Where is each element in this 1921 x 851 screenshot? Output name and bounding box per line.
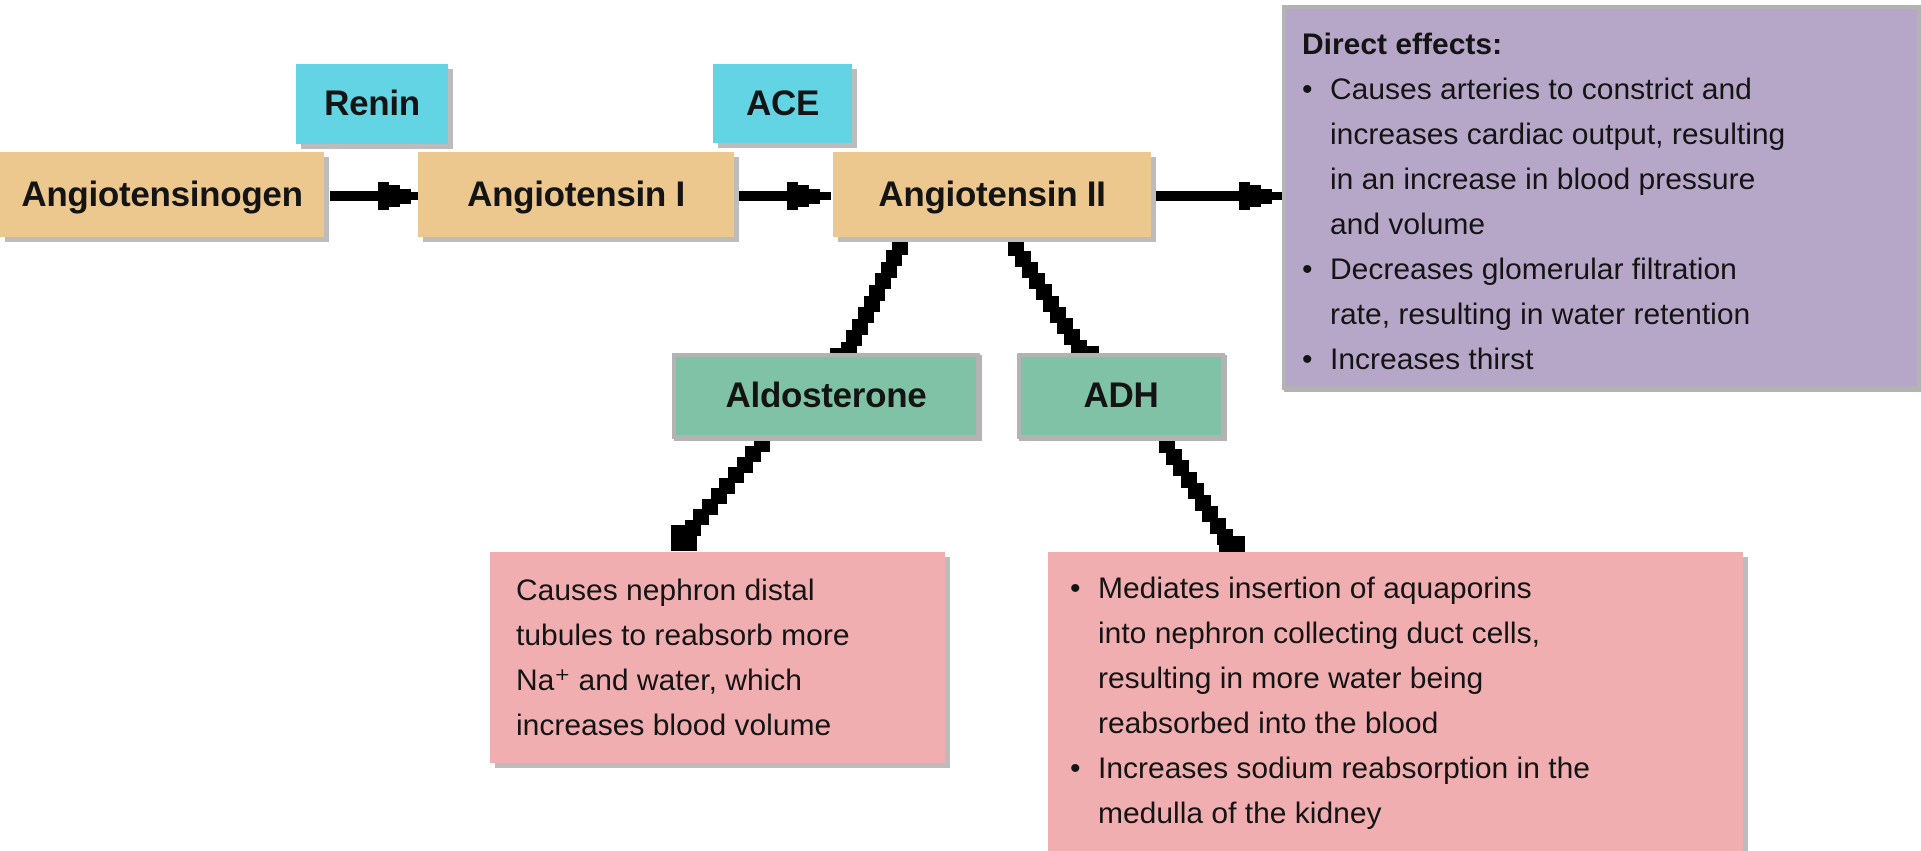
arrow-angiotensinogen-to-angiotensin-i bbox=[330, 182, 422, 210]
bullet-glyph bbox=[1070, 656, 1098, 701]
arrow-angiotensin-ii-to-direct-effects bbox=[1153, 182, 1283, 210]
arrow-angiotensin-ii-to-adh bbox=[1008, 240, 1099, 372]
node-aldosterone-label: Aldosterone bbox=[725, 376, 927, 415]
adh-effect-line: • Mediates insertion of aquaporins bbox=[1070, 566, 1735, 611]
node-angiotensin-ii: Angiotensin II bbox=[833, 152, 1151, 237]
node-angiotensin-i-label: Angiotensin I bbox=[467, 174, 685, 214]
bullet-glyph bbox=[1302, 157, 1330, 202]
node-angiotensin-i: Angiotensin I bbox=[418, 152, 734, 237]
arrow-angiotensin-i-to-angiotensin-ii bbox=[737, 182, 831, 210]
adh-effect-line: medulla of the kidney bbox=[1070, 791, 1735, 836]
node-renin: Renin bbox=[296, 64, 448, 144]
arrow-adh-to-adh-effect bbox=[1159, 437, 1245, 562]
bullet-glyph bbox=[1302, 202, 1330, 247]
bullet-glyph: • bbox=[1302, 343, 1313, 376]
node-angiotensin-ii-label: Angiotensin II bbox=[878, 174, 1106, 214]
bullet-glyph bbox=[1070, 611, 1098, 656]
bullet-glyph: • bbox=[1302, 253, 1313, 286]
direct-effects-line: • Causes arteries to constrict and bbox=[1302, 67, 1903, 112]
bullet-glyph bbox=[1070, 791, 1098, 836]
aldosterone-effect-line: Causes nephron distal bbox=[516, 574, 815, 607]
bullet-glyph: • bbox=[1302, 73, 1313, 106]
adh-effect-line: resulting in more water being bbox=[1070, 656, 1735, 701]
node-ace: ACE bbox=[713, 64, 852, 143]
node-renin-label: Renin bbox=[324, 84, 420, 123]
bullet-glyph: • bbox=[1070, 752, 1081, 785]
adh-effect-line: • Increases sodium reabsorption in the bbox=[1070, 746, 1735, 791]
direct-effects-line: • Decreases glomerular filtration bbox=[1302, 247, 1903, 292]
node-angiotensinogen-label: Angiotensinogen bbox=[21, 174, 303, 214]
adh-effect-box: • Mediates insertion of aquaporins into … bbox=[1048, 552, 1743, 851]
bullet-glyph bbox=[1302, 112, 1330, 157]
direct-effects-line: and volume bbox=[1302, 202, 1903, 247]
node-angiotensinogen: Angiotensinogen bbox=[0, 152, 324, 237]
aldosterone-effect-line: Na⁺ and water, which bbox=[516, 664, 802, 697]
bullet-glyph: • bbox=[1070, 572, 1081, 605]
adh-effect-line: reabsorbed into the blood bbox=[1070, 701, 1735, 746]
node-adh: ADH bbox=[1017, 353, 1225, 439]
node-adh-label: ADH bbox=[1083, 376, 1159, 415]
direct-effects-line: rate, resulting in water retention bbox=[1302, 292, 1903, 337]
direct-effects-heading: Direct effects: bbox=[1302, 28, 1503, 61]
node-aldosterone: Aldosterone bbox=[672, 353, 980, 439]
direct-effects-box: Direct effects: • Causes arteries to con… bbox=[1282, 5, 1921, 390]
node-ace-label: ACE bbox=[746, 83, 819, 123]
direct-effects-line: increases cardiac output, resulting bbox=[1302, 112, 1903, 157]
aldosterone-effect-box: Causes nephron distal tubules to reabsor… bbox=[490, 552, 945, 763]
adh-effect-line: into nephron collecting duct cells, bbox=[1070, 611, 1735, 656]
bullet-glyph bbox=[1070, 701, 1098, 746]
arrow-aldosterone-to-aldosterone-effect bbox=[671, 436, 770, 551]
aldosterone-effect-line: tubules to reabsorb more bbox=[516, 619, 850, 652]
direct-effects-line: in an increase in blood pressure bbox=[1302, 157, 1903, 202]
aldosterone-effect-line: increases blood volume bbox=[516, 709, 832, 742]
direct-effects-line: • Increases thirst bbox=[1302, 337, 1903, 382]
bullet-glyph bbox=[1302, 292, 1330, 337]
